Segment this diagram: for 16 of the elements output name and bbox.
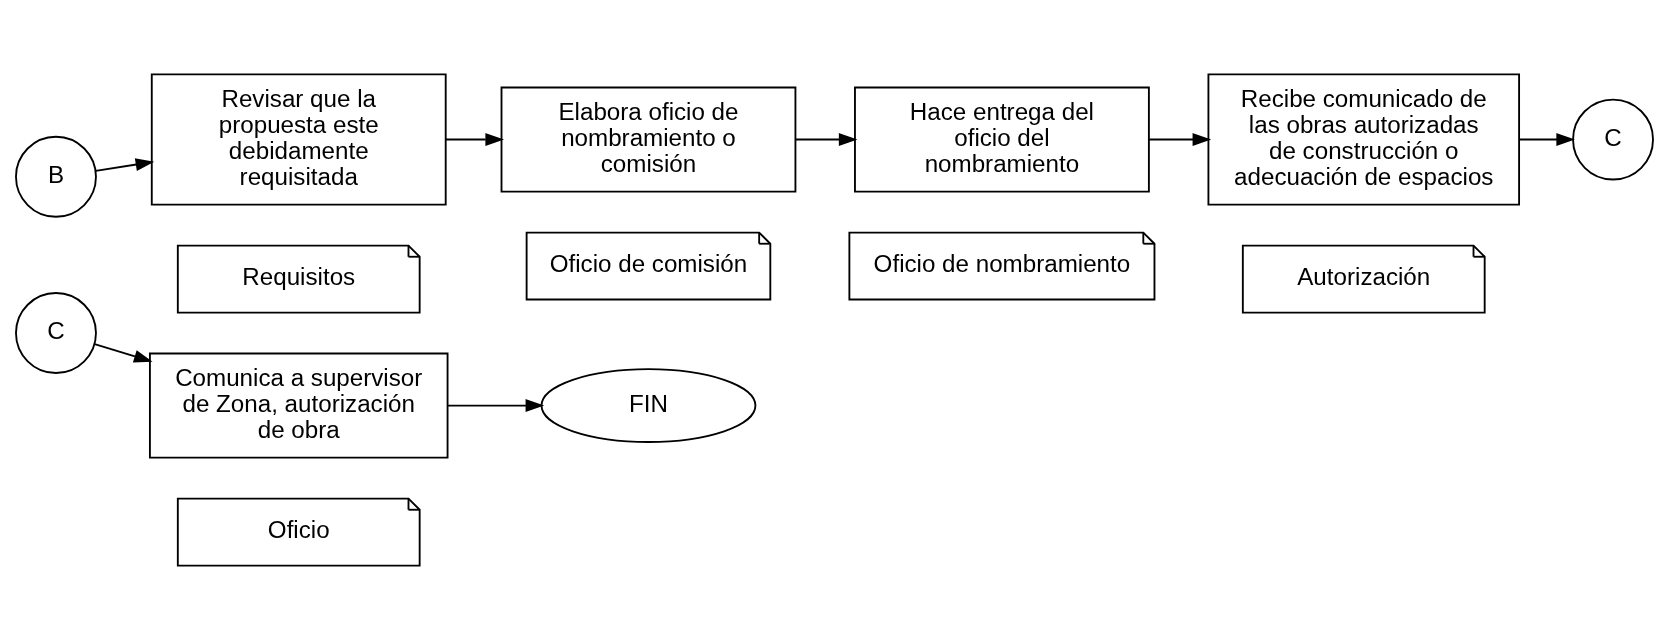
node-box: Recibe comunicado de las obras autorizadas de construcción o adecuación de espacios — [1207, 73, 1520, 206]
arrow — [93, 342, 153, 363]
node-box: Comunica a supervisor de Zona, autorización de obra — [149, 352, 449, 459]
node-box: Elabora oficio de nombramiento o comisión — [500, 86, 797, 193]
node-circle: C — [1572, 98, 1654, 180]
node-ellipse: FIN — [540, 367, 757, 443]
node-circle: C — [15, 291, 97, 374]
arrow — [94, 157, 155, 172]
arrow — [794, 132, 858, 146]
node-box: Revisar que la propuesta este debidamente requisitada — [150, 73, 447, 206]
node-box: Hace entrega del oficio del nombramiento — [854, 86, 1150, 193]
arrow — [444, 132, 504, 146]
arrow — [446, 398, 545, 412]
arrow — [1148, 132, 1212, 146]
arrow — [1518, 132, 1575, 146]
node-circle: B — [15, 135, 97, 218]
